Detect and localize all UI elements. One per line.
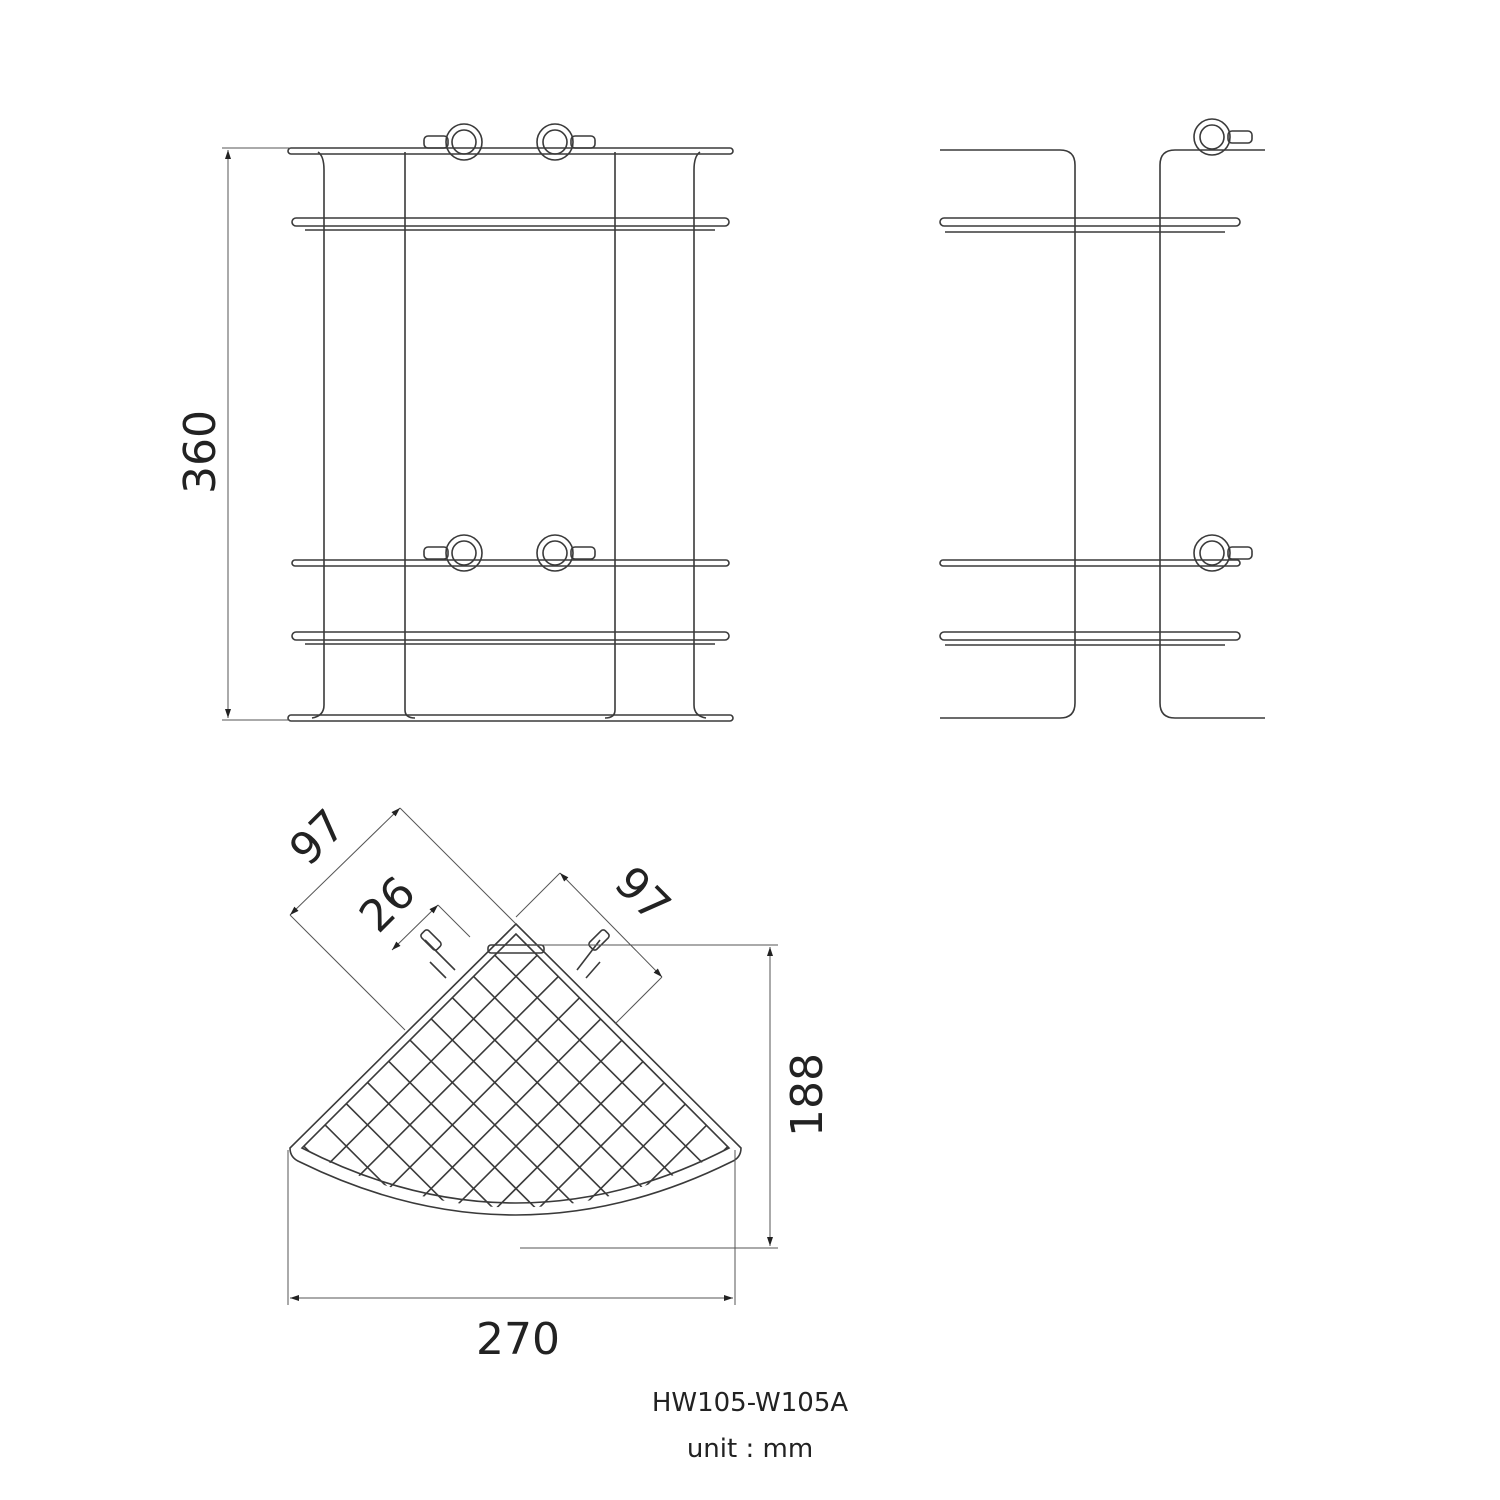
- dimension-depth-label: 188: [782, 1053, 833, 1137]
- dimension-height: 360: [175, 147, 290, 721]
- front-vertical-wires: [311, 151, 707, 719]
- shelf-grid-wire: [296, 1081, 666, 1208]
- shelf-grid-wire: [366, 1081, 735, 1208]
- dimension-depth: 188: [520, 944, 833, 1249]
- dimension-width-label: 270: [476, 1314, 560, 1365]
- shelf-grid-wire: [296, 1060, 644, 1208]
- shelf-grid-wire: [409, 1039, 735, 1208]
- shelf-grid-wire: [296, 1103, 687, 1208]
- dimension-bracket-26-label: 26: [350, 867, 426, 943]
- dimension-width: 270: [287, 1150, 736, 1365]
- shelf-grid-wire: [296, 1039, 623, 1208]
- shelf-grid-wire: [388, 1060, 735, 1208]
- front-view: 360: [175, 123, 734, 722]
- front-rails: [287, 147, 734, 722]
- side-view: [939, 118, 1265, 719]
- dimension-left-97-label: 97: [280, 800, 356, 876]
- dimension-right-97-label: 97: [604, 857, 680, 933]
- model-number: HW105-W105A: [651, 1388, 849, 1418]
- shelf-wire-grid: [296, 954, 735, 1208]
- shelf-grid-wire: [345, 1103, 735, 1208]
- dimension-bracket-26: 26: [350, 867, 471, 951]
- dimension-height-label: 360: [175, 410, 226, 494]
- shelf-grid-wire: [494, 954, 735, 1208]
- shelf-grid-wire: [296, 954, 538, 1208]
- shelf-grid-wire: [296, 1018, 602, 1208]
- shelf-grid-wire: [430, 1018, 735, 1208]
- unit-label: unit : mm: [686, 1434, 814, 1464]
- dimension-right-97: 97: [515, 857, 680, 1025]
